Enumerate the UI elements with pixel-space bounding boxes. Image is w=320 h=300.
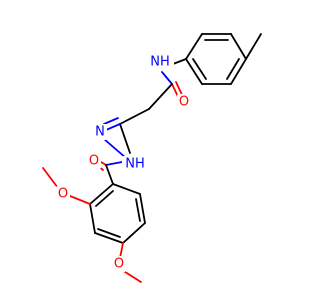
bond-para-o-me	[121, 269, 142, 283]
bond-imine-c-ch2	[119, 108, 150, 125]
atom-o-hydrazide: O	[89, 154, 99, 169]
atom-o-methoxy-ortho: O	[58, 187, 68, 202]
bond-ring-inner-1	[135, 198, 141, 222]
bond-tolyl-inner-3	[192, 58, 207, 80]
bond-tolyl-4	[230, 58, 247, 85]
atom-labels: NH O O N NH O O	[56, 54, 191, 272]
bond-tolyl-1	[185, 33, 203, 60]
bond-ring-2	[139, 193, 146, 224]
bond-tolyl-inner-2	[226, 58, 240, 80]
bond-ring-3	[122, 222, 146, 244]
bond-imine-cn-1	[105, 123, 121, 131]
bond-ring-6	[89, 183, 114, 205]
bond-ring-1	[112, 183, 141, 195]
atom-nh-hydrazide: NH	[125, 157, 145, 172]
bond-ring-5	[89, 203, 96, 234]
atom-o-methoxy-para: O	[114, 257, 124, 272]
bond-hydrazide-c-o-1	[100, 161, 107, 166]
bond-hydrazide-c-ring	[105, 164, 114, 185]
bond-tolyl-6	[185, 58, 203, 85]
bond-n-n	[103, 138, 127, 159]
atom-o-amide: O	[179, 95, 189, 110]
bond-para-ring-o	[119, 242, 124, 259]
bond-ring-4	[94, 232, 124, 244]
bond-amide-c-n	[161, 71, 173, 85]
bond-lines	[42, 33, 262, 283]
bond-ch2-amide	[148, 83, 173, 110]
bond-imine-c-methyl	[119, 123, 131, 154]
bond-imine-cn-2	[103, 117, 119, 125]
bond-tolyl-3	[230, 33, 247, 60]
atom-nh-amide: NH	[150, 55, 170, 70]
bond-ring-inner-3	[95, 190, 114, 207]
bond-ring-inner-2	[97, 228, 121, 238]
molecule-structure: NH O O N NH O O	[42, 33, 262, 283]
bond-tolyl-methyl	[245, 33, 262, 60]
bond-nh-aryl	[172, 58, 187, 65]
bond-ortho-ring-o	[69, 195, 91, 205]
bond-ortho-o-me	[42, 167, 59, 189]
atom-n-imine: N	[95, 125, 105, 140]
bond-hydrazide-c-n	[105, 161, 123, 166]
